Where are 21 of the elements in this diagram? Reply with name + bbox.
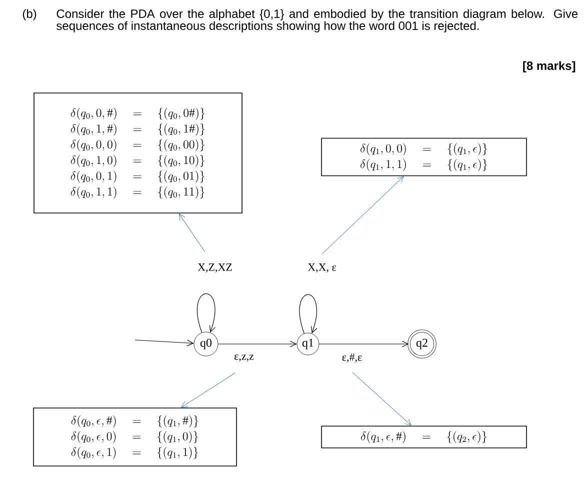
pointer-arrow	[178, 214, 206, 252]
edge-label: X,Z,XZ	[198, 264, 232, 272]
transition-table: $\delta(q_0,\epsilon,\#) \quad = \quad \{(q_1,\#)\}$ $\delta(q_0,\epsilon,0) \quad = \quad \{(q_1,0)\}$ $\delta(q_0,\epsilon,1) \quad = \quad \{(q_1,1)\}$	[33, 408, 237, 466]
transition-table: $\delta(q_1,0,0) \quad = \quad \{(q_1,\epsilon)\}$ $\delta(q_1,1,1) \quad = \quad \{(q_1,\epsilon)\}$	[321, 138, 527, 176]
arrow	[218, 340, 297, 348]
transition-table: $\delta(q_1,\epsilon,\#) \quad = \quad \{(q_2,\epsilon)\}$	[321, 426, 527, 448]
edge-label: ε,#,ε	[342, 354, 362, 362]
accept-state: q2	[408, 330, 436, 358]
pointer-arrow	[181, 372, 236, 408]
loop-arrow	[196, 293, 216, 333]
question-text: Consider the PDA over the alphabet {0,1} and embodied by the transition diagram below. Give sequences of instantaneous descriptions showing how the word 001 is rejected.	[56, 9, 578, 32]
arrow	[134, 340, 194, 346]
transition-table: $\delta(q_0,0,\#) \quad = \quad \{(q_0,0\#)\}$ $\delta(q_0,1,\#) \quad = \quad \{(q_0,1\#)\}$ $\delta(q_0,0,0) \quad = \quad \{(q_0,00)\}$ $\delta(q_0,1,0) \quad = \quad \{(q_0,10)\}$ $\delta(q_0,0,1) \quad = \quad \{(q_0,01)\}$ $\delta(q_0,1,1) \quad = \quad \{(q_0,11)\}$	[34, 92, 242, 214]
pointer-arrow	[352, 372, 412, 426]
pointer-arrow	[322, 176, 404, 254]
loop-arrow	[299, 294, 318, 334]
edge-label: X,X, ε	[308, 264, 336, 272]
arrow	[318, 340, 409, 348]
part-label: (b)	[22, 9, 36, 20]
marks-label: [8 marks]	[523, 61, 576, 72]
edge-label: ε,z,z	[234, 354, 254, 362]
